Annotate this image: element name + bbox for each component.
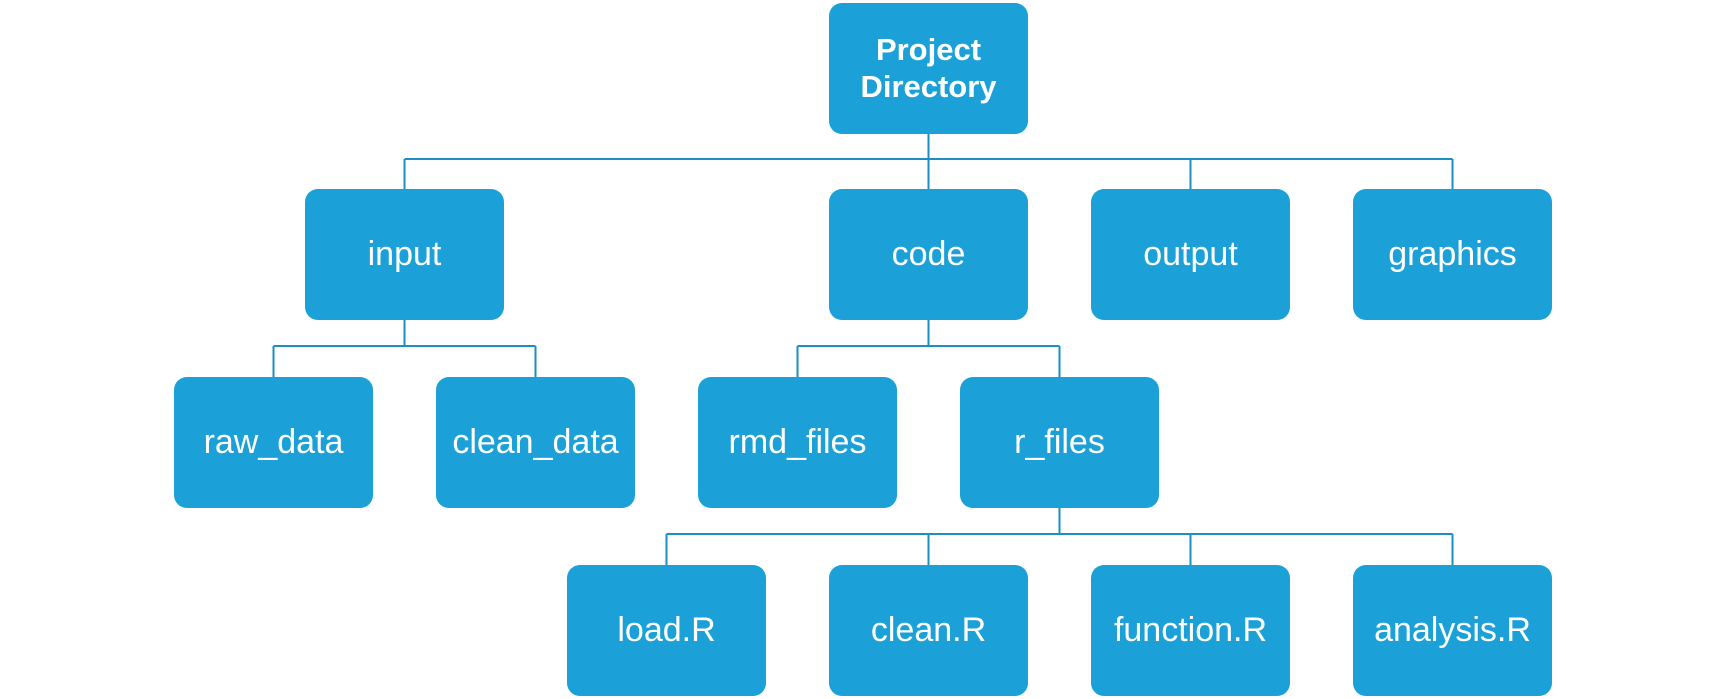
node-analysis-r[interactable]: analysis.R [1353,565,1552,696]
node-clean-r[interactable]: clean.R [829,565,1028,696]
node-function-r[interactable]: function.R [1091,565,1290,696]
node-rmd-files[interactable]: rmd_files [698,377,897,508]
node-clean-data[interactable]: clean_data [436,377,635,508]
node-load-r[interactable]: load.R [567,565,766,696]
node-r-files[interactable]: r_files [960,377,1159,508]
node-code[interactable]: code [829,189,1028,320]
node-raw-data[interactable]: raw_data [174,377,373,508]
node-input[interactable]: input [305,189,504,320]
node-output[interactable]: output [1091,189,1290,320]
node-graphics[interactable]: graphics [1353,189,1552,320]
node-project-directory[interactable]: Project Directory [829,3,1028,134]
